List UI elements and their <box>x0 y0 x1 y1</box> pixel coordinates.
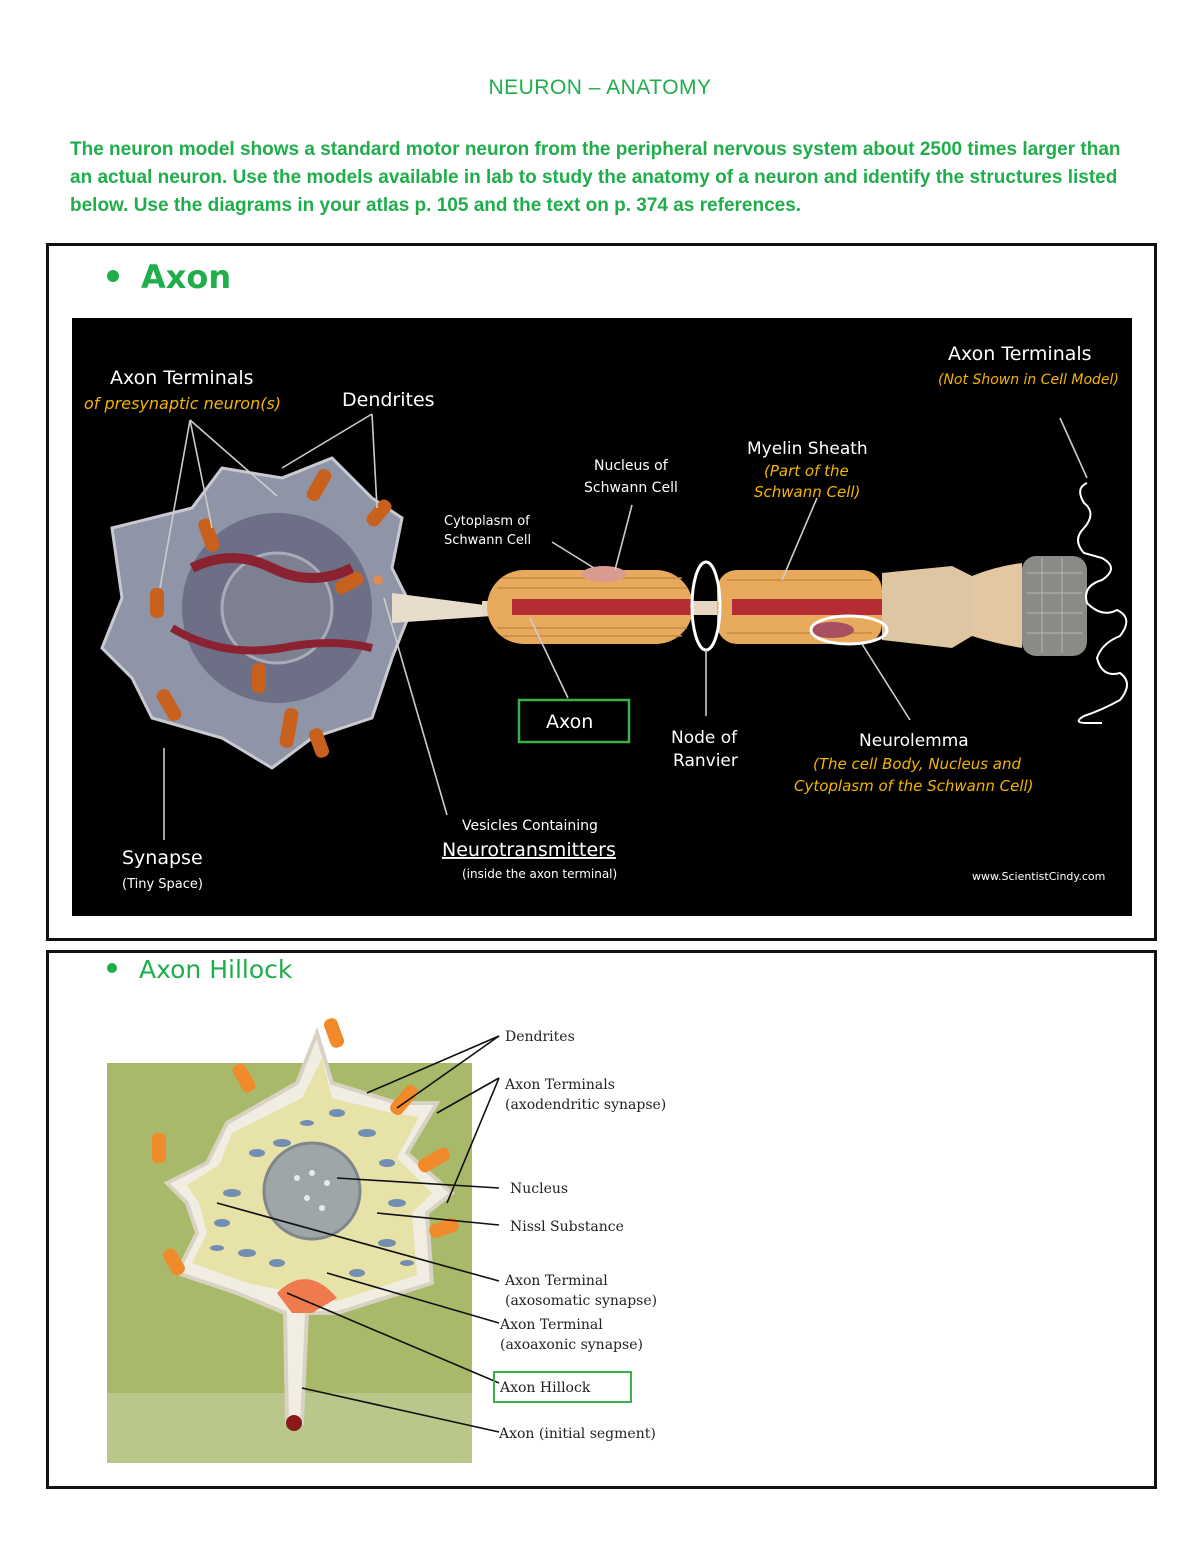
label-axon: Axon <box>546 711 593 733</box>
label-neurolemma-sub-1: (The cell Body, Nucleus and <box>813 755 1021 773</box>
label-nissl: Nissl Substance <box>510 1219 624 1235</box>
label-axon-terminals-right-sub: (Not Shown in Cell Model) <box>938 372 1119 388</box>
axon-hillock-heading: Axon Hillock <box>107 955 292 984</box>
label-dendrites: Dendrites <box>342 389 435 411</box>
label-nucleus-schwann-1: Nucleus of <box>594 458 669 474</box>
neuron-axon-photo: Axon Terminals of presynaptic neuron(s) … <box>72 318 1132 916</box>
label-axon-terminals-b: (axodendritic synapse) <box>505 1097 666 1113</box>
label-axon-terminal-axo-a: Axon Terminal <box>499 1317 603 1333</box>
credit-text: www.ScientistCindy.com <box>972 870 1105 883</box>
label-node-2: Ranvier <box>673 751 738 771</box>
label-axon-terminal-soma-a: Axon Terminal <box>504 1273 608 1289</box>
hillock-leader-lines <box>216 1035 500 1433</box>
cell-body-illustration <box>100 456 492 770</box>
label-vesicles-1: Vesicles Containing <box>462 818 598 834</box>
label-axon-terminal-soma-b: (axosomatic synapse) <box>505 1293 657 1309</box>
bullet-icon <box>107 963 117 973</box>
intro-paragraph: The neuron model shows a standard motor … <box>70 139 1121 216</box>
label-axon-terminals-right: Axon Terminals <box>948 343 1092 365</box>
label-nucleus: Nucleus <box>510 1181 568 1197</box>
label-vesicles-2: Neurotransmitters <box>442 839 616 861</box>
label-myelin-sheath: Myelin Sheath <box>747 439 868 459</box>
myelinated-axon-illustration <box>482 556 1087 656</box>
label-myelin-sub-1: (Part of the <box>764 462 849 480</box>
bullet-icon <box>107 270 119 282</box>
label-synapse-sub: (Tiny Space) <box>122 877 203 892</box>
axon-hillock-section: Axon Hillock <box>46 950 1157 1489</box>
leader-lines <box>159 413 1088 840</box>
label-axon-initial: Axon (initial segment) <box>498 1426 656 1442</box>
axon-hillock-label-box <box>493 1371 632 1403</box>
label-axon-hillock: Axon Hillock <box>499 1380 591 1396</box>
label-synapse: Synapse <box>122 847 203 869</box>
axon-label-box <box>517 698 631 744</box>
label-vesicles-3: (inside the axon terminal) <box>462 867 617 881</box>
label-myelin-sub-2: Schwann Cell) <box>754 483 860 501</box>
neuron-hillock-photo: Dendrites Axon Terminals (axodendritic s… <box>107 1018 666 1463</box>
axon-section: Axon <box>46 243 1157 941</box>
label-cytoplasm-schwann-2: Schwann Cell <box>444 533 531 548</box>
axon-terminals-outline <box>1077 482 1128 724</box>
label-dendrites-2: Dendrites <box>505 1029 575 1045</box>
label-axon-terminal-axo-b: (axoaxonic synapse) <box>500 1337 643 1353</box>
label-axon-terminals-left: Axon Terminals <box>110 367 254 389</box>
page-title: NEURON – ANATOMY <box>488 76 712 99</box>
label-axon-terminals-a: Axon Terminals <box>504 1077 615 1093</box>
label-axon-terminals-left-sub: of presynaptic neuron(s) <box>84 394 281 413</box>
label-neurolemma-sub-2: Cytoplasm of the Schwann Cell) <box>794 777 1034 795</box>
axon-heading: Axon <box>107 258 231 296</box>
label-neurolemma: Neurolemma <box>859 731 969 751</box>
label-node-1: Node of <box>671 728 738 748</box>
label-cytoplasm-schwann-1: Cytoplasm of <box>444 514 530 529</box>
label-nucleus-schwann-2: Schwann Cell <box>584 480 678 496</box>
